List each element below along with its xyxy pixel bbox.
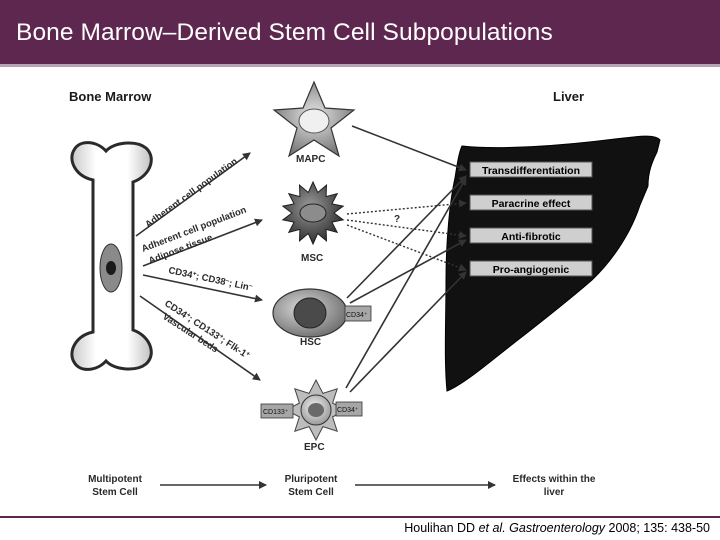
mapc-cell	[272, 80, 356, 158]
footer-effects-line2: liver	[544, 487, 565, 498]
hsc-cd34-marker-box	[344, 305, 372, 322]
arrow-bone-to-hsc	[142, 274, 263, 303]
slide-title: Bone Marrow–Derived Stem Cell Subpopulat…	[16, 19, 553, 46]
arrow-msc-to-liver-dotted-2	[346, 224, 467, 272]
effect-label: Pro-angiogenic	[493, 264, 570, 276]
footer-multipotent-line1: Multipotent	[88, 474, 143, 485]
epc-cd133-marker-box	[260, 403, 294, 419]
citation-journal: Gastroenterology	[509, 521, 606, 535]
footer-multipotent-line2: Stem Cell	[92, 487, 138, 498]
question-mark-label: ?	[394, 214, 400, 225]
arrow-bone-to-msc	[142, 218, 263, 267]
title-bar: Bone Marrow–Derived Stem Cell Subpopulat…	[0, 0, 720, 67]
effect-box-transdifferentiation: Transdifferentiation	[469, 161, 593, 178]
arrow-msc-to-liver-dotted-1	[346, 219, 467, 240]
effect-box-paracrine: Paracrine effect	[469, 194, 593, 211]
arrow-bone-to-epc	[139, 295, 261, 381]
arrow-mapc-to-liver	[351, 125, 467, 172]
effect-label: Paracrine effect	[492, 198, 571, 210]
bottom-divider	[0, 516, 720, 518]
hsc-label: HSC	[300, 337, 321, 348]
arrow-epc-to-liver-2	[345, 177, 467, 389]
hsc-cell	[272, 288, 348, 338]
mapc-label: MAPC	[296, 154, 325, 165]
hsc-cd34-marker: CD34⁺	[346, 312, 368, 319]
citation-etal: et al.	[478, 521, 506, 535]
arrow-hsc-to-liver-1	[346, 175, 467, 299]
arrow-epc-to-liver-1	[349, 271, 467, 393]
citation-details: 2008; 135: 438-50	[605, 521, 710, 535]
msc-cell	[281, 180, 345, 246]
epc-cd133-marker: CD133⁺	[263, 409, 289, 416]
arrow-bone-to-mapc	[135, 152, 251, 237]
epc-cell	[284, 378, 348, 442]
effect-box-pro-angiogenic: Pro-angiogenic	[469, 260, 593, 277]
stem-cell-diagram: Bone Marrow Liver Adherent cell populati…	[69, 80, 661, 498]
footer-pluripotent-line1: Pluripotent	[285, 474, 338, 485]
effect-label: Anti-fibrotic	[501, 231, 561, 243]
citation: Houlihan DD et al. Gastroenterology 2008…	[404, 521, 710, 535]
liver-heading: Liver	[553, 89, 584, 104]
epc-cd34-marker-box	[335, 401, 363, 417]
effect-label: Transdifferentiation	[482, 165, 580, 177]
epc-label: EPC	[304, 442, 325, 453]
effect-box-anti-fibrotic: Anti-fibrotic	[469, 227, 593, 244]
bone-marrow-heading: Bone Marrow	[69, 89, 152, 104]
bone-marrow-cell-nucleus	[106, 261, 116, 275]
citation-authors: Houlihan DD	[404, 521, 479, 535]
footer-pluripotent-line2: Stem Cell	[288, 487, 334, 498]
msc-label: MSC	[301, 253, 323, 264]
footer-effects-line1: Effects within the	[513, 474, 596, 485]
arrow-hsc-to-liver-2	[349, 239, 467, 304]
epc-cd34-marker: CD34⁺	[337, 407, 359, 414]
